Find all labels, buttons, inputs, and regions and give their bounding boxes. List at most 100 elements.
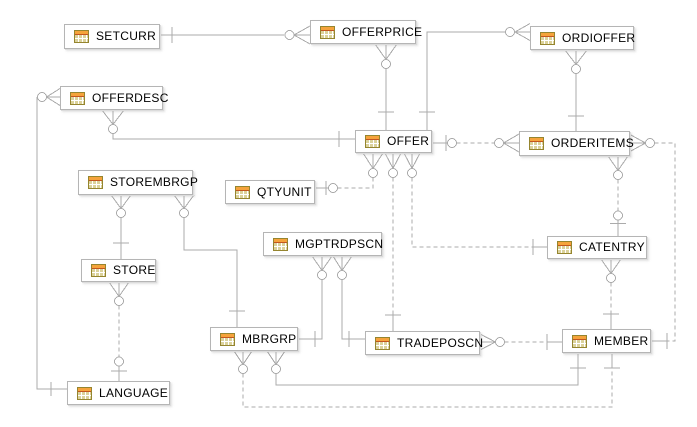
relationship-path[interactable]	[173, 194, 245, 327]
cardinality-circle[interactable]	[337, 270, 347, 280]
relationship-tradeposcn-member[interactable]	[479, 333, 562, 351]
cardinality-circle[interactable]	[284, 30, 295, 40]
relationship-path[interactable]	[266, 350, 586, 386]
entity-tradeposcn[interactable]: TRADEPOSCN	[365, 331, 483, 355]
relationship-mbrgrp-member-solid[interactable]	[266, 350, 586, 386]
table-icon	[235, 185, 250, 199]
cardinality-circle[interactable]	[495, 337, 505, 347]
cardinality-circle[interactable]	[613, 210, 623, 221]
relationship-path-dashed[interactable]	[411, 177, 533, 248]
cardinality-circle[interactable]	[179, 208, 189, 218]
entity-label: OFFERPRICE	[342, 24, 423, 39]
relationship-path[interactable]	[374, 43, 398, 130]
relationship-path[interactable]	[108, 281, 130, 381]
table-icon	[375, 336, 390, 350]
relationship-offerdesc-offer[interactable]	[101, 109, 355, 147]
relationship-path[interactable]	[600, 258, 622, 329]
entity-label: STOREMBRGP	[110, 175, 199, 189]
entity-language[interactable]: LANGUAGE	[67, 381, 170, 405]
table-icon	[320, 25, 335, 39]
relationship-path[interactable]	[233, 350, 620, 369]
entity-ordioffer[interactable]: ORDIOFFER	[530, 26, 635, 50]
relationship-mbrgrp-member-dashed[interactable]	[233, 350, 620, 408]
relationship-path[interactable]	[432, 133, 520, 153]
cardinality-circle[interactable]	[381, 59, 391, 69]
cardinality-circle[interactable]	[505, 27, 515, 37]
entity-offer[interactable]: OFFER	[355, 130, 432, 153]
relationship-offerdesc-language[interactable]	[36, 88, 67, 397]
relationship-orderitems-offer[interactable]	[432, 133, 520, 153]
cardinality-circle[interactable]	[407, 168, 417, 178]
relationship-path[interactable]	[629, 134, 668, 350]
relationship-path[interactable]	[298, 255, 333, 347]
cardinality-circle[interactable]	[37, 92, 47, 102]
entity-storembrgp[interactable]: STOREMBRGP	[78, 170, 198, 195]
cardinality-circle[interactable]	[114, 296, 124, 306]
relationship-path[interactable]	[315, 152, 384, 195]
relationship-path-dashed[interactable]	[242, 368, 613, 408]
entity-store[interactable]: STORE	[81, 259, 156, 282]
entity-catentry[interactable]: CATENTRY	[547, 236, 647, 259]
relationship-offer-qtyunit[interactable]	[315, 152, 384, 195]
cardinality-circle[interactable]	[328, 183, 338, 193]
relationship-offerprice-offer[interactable]	[374, 43, 398, 130]
relationship-path[interactable]	[101, 109, 355, 147]
entity-offerprice[interactable]: OFFERPRICE	[310, 20, 422, 44]
relationship-path-dashed[interactable]	[654, 142, 676, 342]
relationship-path[interactable]	[564, 49, 588, 131]
relationship-mgptrdpscn-tradeposcn[interactable]	[332, 255, 365, 347]
cardinality-circle[interactable]	[368, 168, 378, 178]
relationship-path-dashed[interactable]	[337, 177, 374, 189]
cardinality-circle[interactable]	[645, 138, 655, 148]
table-icon	[77, 386, 92, 400]
cardinality-circle[interactable]	[108, 124, 118, 134]
relationship-offer-tradeposcn[interactable]	[384, 152, 402, 331]
cardinality-circle[interactable]	[271, 364, 281, 374]
cardinality-circle[interactable]	[114, 356, 124, 367]
entity-member[interactable]: MEMBER	[562, 329, 651, 353]
cardinality-circle[interactable]	[447, 138, 457, 148]
relationship-store-language[interactable]	[108, 281, 130, 381]
entity-label: CATENTRY	[579, 240, 645, 254]
cardinality-circle[interactable]	[494, 138, 504, 148]
relationship-path[interactable]	[479, 333, 562, 351]
relationship-orderitems-catentry[interactable]	[607, 155, 629, 236]
relationship-ordioffer-orderitems[interactable]	[564, 49, 588, 131]
cardinality-circle[interactable]	[116, 208, 126, 218]
table-icon	[91, 264, 106, 277]
cardinality-circle[interactable]	[317, 270, 327, 280]
entity-label: MBRGRP	[242, 331, 297, 346]
relationship-path[interactable]	[36, 88, 67, 397]
table-icon	[74, 30, 89, 43]
relationship-path[interactable]	[419, 23, 531, 131]
cardinality-circle[interactable]	[388, 168, 398, 178]
cardinality-circle[interactable]	[238, 364, 248, 374]
relationship-path[interactable]	[160, 25, 311, 45]
relationship-offerprice-setcurr[interactable]	[160, 25, 311, 45]
relationship-storembrgp-mbrgrp[interactable]	[173, 194, 245, 327]
relationship-offer-catentry[interactable]	[403, 152, 547, 255]
relationship-orderitems-member[interactable]	[629, 134, 676, 350]
entity-mgptrdpscn[interactable]: MGPTRDPSCN	[263, 232, 384, 256]
relationship-storembrgp-store[interactable]	[110, 194, 132, 259]
table-icon	[273, 237, 288, 251]
entity-mbrgrp[interactable]: MBRGRP	[210, 327, 298, 351]
relationship-mgptrdpscn-mbrgrp[interactable]	[298, 255, 333, 347]
entity-orderitems[interactable]: ORDERITEMS	[519, 131, 634, 156]
cardinality-circle[interactable]	[571, 64, 581, 74]
relationship-catentry-member[interactable]	[600, 258, 622, 329]
relationship-path[interactable]	[384, 152, 402, 331]
entity-qtyunit[interactable]: QTYUNIT	[225, 180, 315, 204]
entity-setcurr[interactable]: SETCURR	[64, 24, 160, 49]
cardinality-circle[interactable]	[613, 170, 623, 180]
cardinality-circle[interactable]	[606, 273, 616, 283]
relationship-path[interactable]	[403, 152, 547, 255]
entity-label: MGPTRDPSCN	[295, 236, 384, 251]
relationship-path[interactable]	[332, 255, 365, 347]
relationship-path[interactable]	[607, 155, 629, 236]
entity-label: STORE	[113, 263, 156, 277]
table-icon	[365, 135, 380, 148]
relationship-path[interactable]	[110, 194, 132, 259]
entity-offerdesc[interactable]: OFFERDESC	[60, 86, 168, 110]
relationship-ordioffer-offer[interactable]	[419, 23, 531, 131]
